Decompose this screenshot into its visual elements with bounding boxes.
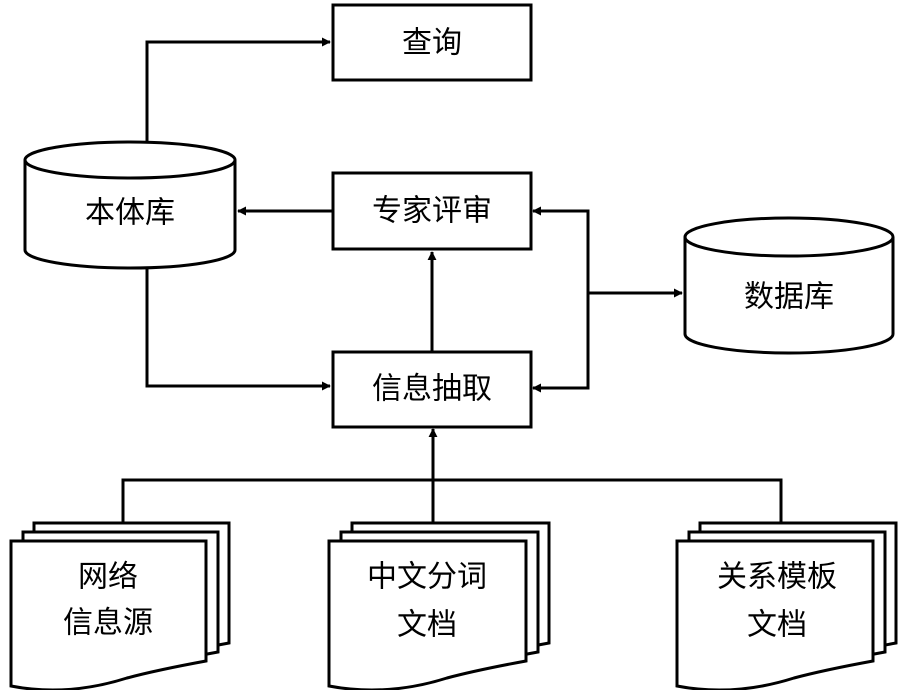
arrow-bus-to-extraction — [532, 292, 590, 393]
web-source-page-front — [9, 539, 208, 690]
database-node: 数据库 — [683, 216, 895, 355]
query-label: 查询 — [402, 26, 462, 61]
database-top — [683, 216, 895, 258]
arrow-bus-to-review — [532, 206, 590, 292]
ontology-db-cylinder — [23, 160, 237, 270]
template-docs-page-front — [675, 539, 875, 690]
expert-review-label: 专家评审 — [372, 194, 492, 229]
expert-review-node: 专家评审 — [331, 171, 533, 251]
info-extraction-label: 信息抽取 — [372, 372, 492, 407]
ontology-db-top — [23, 140, 237, 180]
segmentation-docs-node: 中文分词 文档 — [327, 521, 551, 690]
database-cylinder — [683, 237, 895, 355]
info-extraction-node: 信息抽取 — [331, 350, 533, 429]
web-source-node: 网络 信息源 — [9, 521, 231, 690]
web-source-label-line2: 信息源 — [63, 606, 153, 641]
expert-review-box — [331, 171, 533, 251]
ontology-db-node: 本体库 — [23, 140, 237, 270]
arrow-ontology-to-extraction — [145, 268, 331, 391]
template-docs-label-line2: 文档 — [747, 608, 807, 643]
web-source-label-line1: 网络 — [78, 560, 138, 595]
doc-bus-line — [121, 478, 783, 523]
query-box — [331, 3, 533, 82]
template-docs-label-line1: 关系模板 — [717, 560, 837, 595]
segmentation-docs-label-line2: 文档 — [397, 608, 457, 643]
ontology-db-label: 本体库 — [85, 196, 175, 231]
info-extraction-box — [331, 350, 533, 429]
arrow-ontology-to-query — [145, 37, 331, 143]
template-docs-node: 关系模板 文档 — [675, 521, 898, 690]
database-label: 数据库 — [744, 280, 834, 315]
query-node: 查询 — [331, 3, 533, 82]
segmentation-docs-label-line1: 中文分词 — [367, 560, 487, 595]
connectors — [121, 37, 783, 523]
segmentation-docs-page-front — [327, 539, 528, 690]
